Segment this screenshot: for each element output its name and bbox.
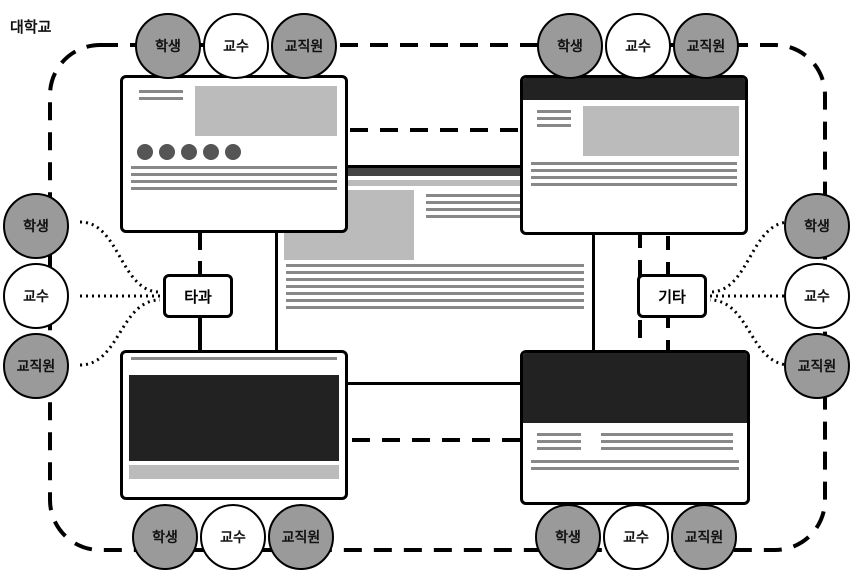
right-student-node: 학생 [784,193,850,259]
left-student-node: 학생 [3,193,69,259]
bottom-left-student-node: 학생 [132,504,198,570]
left-staff-node: 교직원 [3,333,69,399]
bottom-left-staff-node: 교직원 [268,504,334,570]
top-left-staff-node: 교직원 [271,13,337,79]
top-right-staff-node: 교직원 [673,13,739,79]
top-right-student-node: 학생 [537,13,603,79]
left-professor-node: 교수 [3,263,69,329]
other-box: 기타 [637,274,707,318]
bottom-right-website-screenshot [520,350,750,505]
bottom-left-professor-node: 교수 [200,504,266,570]
top-right-website-screenshot [520,75,748,235]
top-left-student-node: 학생 [135,13,201,79]
bottom-right-student-node: 학생 [535,504,601,570]
bottom-right-staff-node: 교직원 [671,504,737,570]
other-department-box: 타과 [163,274,233,318]
top-left-website-screenshot [120,75,348,233]
bottom-right-professor-node: 교수 [603,504,669,570]
right-staff-node: 교직원 [784,333,850,399]
right-professor-node: 교수 [784,263,850,329]
top-right-professor-node: 교수 [605,13,671,79]
bottom-left-website-screenshot [120,350,348,500]
top-left-professor-node: 교수 [203,13,269,79]
